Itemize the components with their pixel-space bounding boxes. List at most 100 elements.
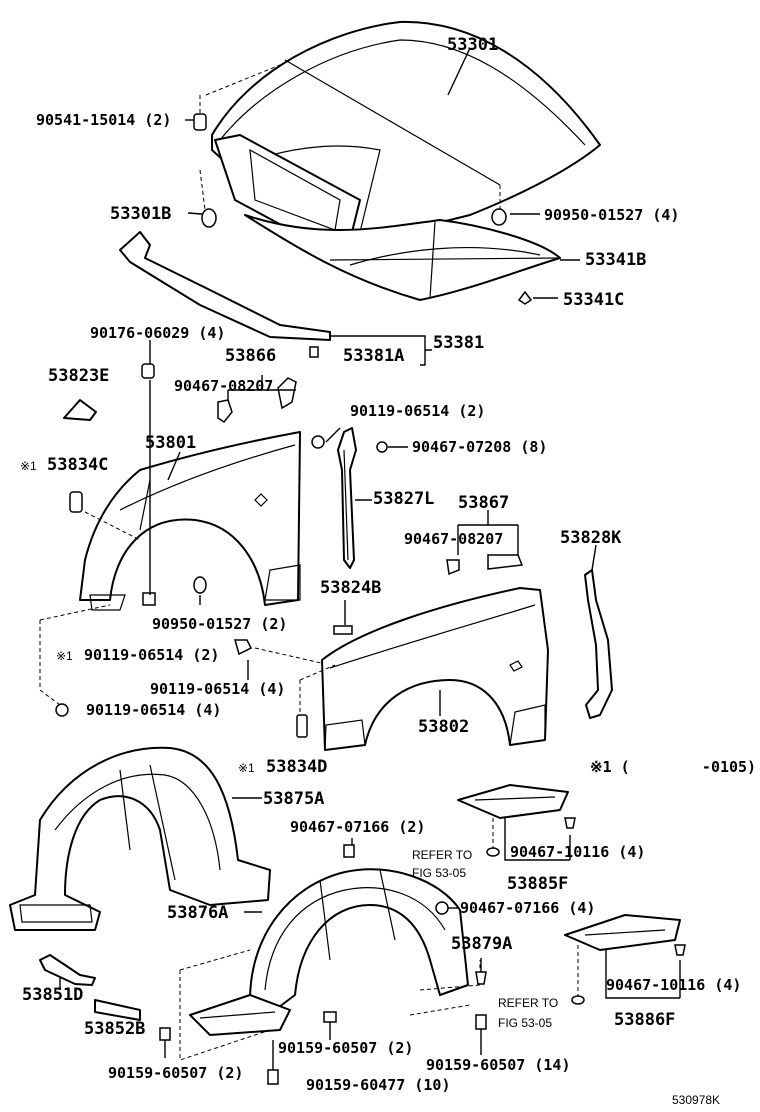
label-clip-90467-07208: 90467-07208 (8): [412, 438, 547, 456]
note-mark-53834c: ※1: [20, 459, 37, 473]
clip-53866-icon: [217, 399, 233, 424]
label-clip-90467-07166-a: 90467-07166 (2): [290, 818, 425, 836]
label-screw-90159-60507-b: 90159-60507 (2): [278, 1039, 413, 1057]
label-bracket-53866: 53866: [225, 346, 276, 366]
label-refer-1: REFER TO: [412, 848, 472, 862]
label-hood-bumper-right: 90950-01527 (4): [544, 206, 679, 224]
hood-bumper-right-icon: [491, 208, 507, 226]
label-bolt-90119-d: 90119-06514 (4): [86, 701, 221, 719]
clip-53867-icon: [446, 559, 460, 576]
insulator-clip-icon: [517, 290, 533, 305]
fender-seal-53828k-leader: [591, 544, 597, 571]
label-screw-90159-60507-a: 90159-60507 (2): [108, 1064, 243, 1082]
clip-90467-07208-icon: [376, 441, 388, 453]
label-clip-90467-10116-a: 90467-10116 (4): [510, 843, 645, 861]
label-figure-id: 530978K: [672, 1093, 720, 1107]
label-liner-53879a: 53879A: [451, 934, 512, 954]
fender-seal-53828k-part: [584, 569, 613, 719]
label-seal-53851d: 53851D: [22, 985, 83, 1005]
hood-bumper-left-icon: [201, 208, 217, 228]
label-screw-90159-60477: 90159-60477 (10): [306, 1076, 451, 1094]
bracket-53866-icon: [277, 377, 297, 410]
fender-left-leader: [167, 451, 181, 481]
hood-seal-bracket: [330, 335, 432, 366]
hood-seal-clip-icon: [309, 346, 319, 358]
fender-right-part: [321, 587, 549, 751]
cover-53886f-part: [564, 914, 681, 951]
hood-bumper-leader: [187, 212, 203, 215]
left-fender-guide-a: [39, 604, 111, 706]
bolt-top-icon: [141, 363, 155, 379]
label-hood-seal-clip: 53381A: [343, 346, 404, 366]
label-clip-53866: 90467-08207: [174, 377, 273, 395]
fender-left-part: [79, 431, 301, 611]
cover-53885f-part: [457, 784, 569, 819]
screw-90159-60507-b-icon: [323, 1011, 337, 1023]
label-refer-2b: FIG 53-05: [498, 1016, 552, 1030]
label-bracket-53823e: 53823E: [48, 366, 109, 386]
hood-cushion-guide: [199, 64, 281, 114]
label-screw-90159-60507-c: 90159-60507 (14): [426, 1056, 571, 1074]
refer-fastener-b-icon: [571, 995, 585, 1005]
fender-seal-53827l-part: [337, 427, 357, 569]
refer-fastener-a-icon: [486, 847, 500, 857]
label-hood-insulator: 53341B: [585, 250, 646, 270]
label-bolt-90119-a: 90119-06514 (2): [350, 402, 485, 420]
note-mark-bolt-90119-b: ※1: [56, 649, 73, 663]
bracket-53867-icon: [487, 554, 524, 570]
label-bolt-top: 90176-06029 (4): [90, 324, 225, 342]
bolt-90119-a-leader: [325, 427, 341, 443]
right-fender-guide: [299, 664, 336, 715]
label-fender-seal-53834d: 53834D: [266, 757, 327, 777]
cover-53885f-leader: [504, 818, 571, 861]
rear-liner-guide-a: [179, 949, 271, 1061]
seal-53852b-icon: [94, 999, 141, 1021]
rear-liner-guide-b: [409, 960, 481, 1016]
bolt-90119-b-icon: [234, 639, 253, 656]
note-mark-53834d: ※1: [238, 761, 255, 775]
label-fender-left: 53801: [145, 433, 196, 453]
label-cover-53885f: 53885F: [507, 874, 568, 894]
label-bracket-53824b: 53824B: [320, 578, 381, 598]
label-clip-53867: 90467-08207: [404, 530, 503, 548]
label-hood: 53301: [447, 35, 498, 55]
label-clip-90467-10116-b: 90467-10116 (4): [606, 976, 741, 994]
fender-seal-53834c-icon: [69, 491, 83, 513]
label-hood-bumper-left: 53301B: [110, 204, 171, 224]
label-liner-53876a: 53876A: [167, 903, 228, 923]
hood-part: [211, 20, 601, 301]
label-liner-53875a: 53875A: [263, 789, 324, 809]
hood-cushion-icon: [193, 113, 207, 131]
fender-bumper-icon: [193, 576, 207, 594]
label-hood-seal: 53381: [433, 333, 484, 353]
bracket-53867-leader: [457, 510, 519, 555]
label-fender-right: 53802: [418, 717, 469, 737]
clip-90467-10116-a-icon: [564, 817, 576, 829]
label-refer-1b: FIG 53-05: [412, 866, 466, 880]
screw-90159-60477-icon: [267, 1069, 279, 1085]
fender-bolt-icon: [142, 592, 156, 606]
label-fender-seal-53827l: 53827L: [373, 489, 434, 509]
liner-53876a-part: [189, 868, 469, 1036]
left-fender-guide-b: [254, 647, 331, 680]
label-bolt-90119-c: 90119-06514 (4): [150, 680, 285, 698]
bracket-53824b-icon: [333, 625, 353, 635]
seal-53851d-icon: [39, 954, 96, 986]
label-fender-seal-53828k: 53828K: [560, 528, 622, 548]
label-fender-bumper: 90950-01527 (2): [152, 615, 287, 633]
hood-leader: [447, 47, 471, 96]
bracket-53823e-icon: [63, 399, 97, 421]
label-refer-2: REFER TO: [498, 996, 558, 1010]
screw-90159-60507-a-icon: [159, 1027, 171, 1041]
bolt-90119-d-icon: [55, 703, 69, 717]
bracket-53866-leader: [227, 375, 296, 400]
left-fender-guide-c: [84, 511, 141, 541]
fender-seal-53834d-icon: [296, 714, 308, 738]
label-bracket-53867: 53867: [458, 493, 509, 513]
label-cover-53886f: 53886F: [614, 1010, 675, 1030]
clip-90467-07166-a-icon: [343, 844, 355, 858]
label-clip-90467-07166-b: 90467-07166 (4): [460, 899, 595, 917]
label-note: ※1 ( -0105): [590, 758, 756, 776]
